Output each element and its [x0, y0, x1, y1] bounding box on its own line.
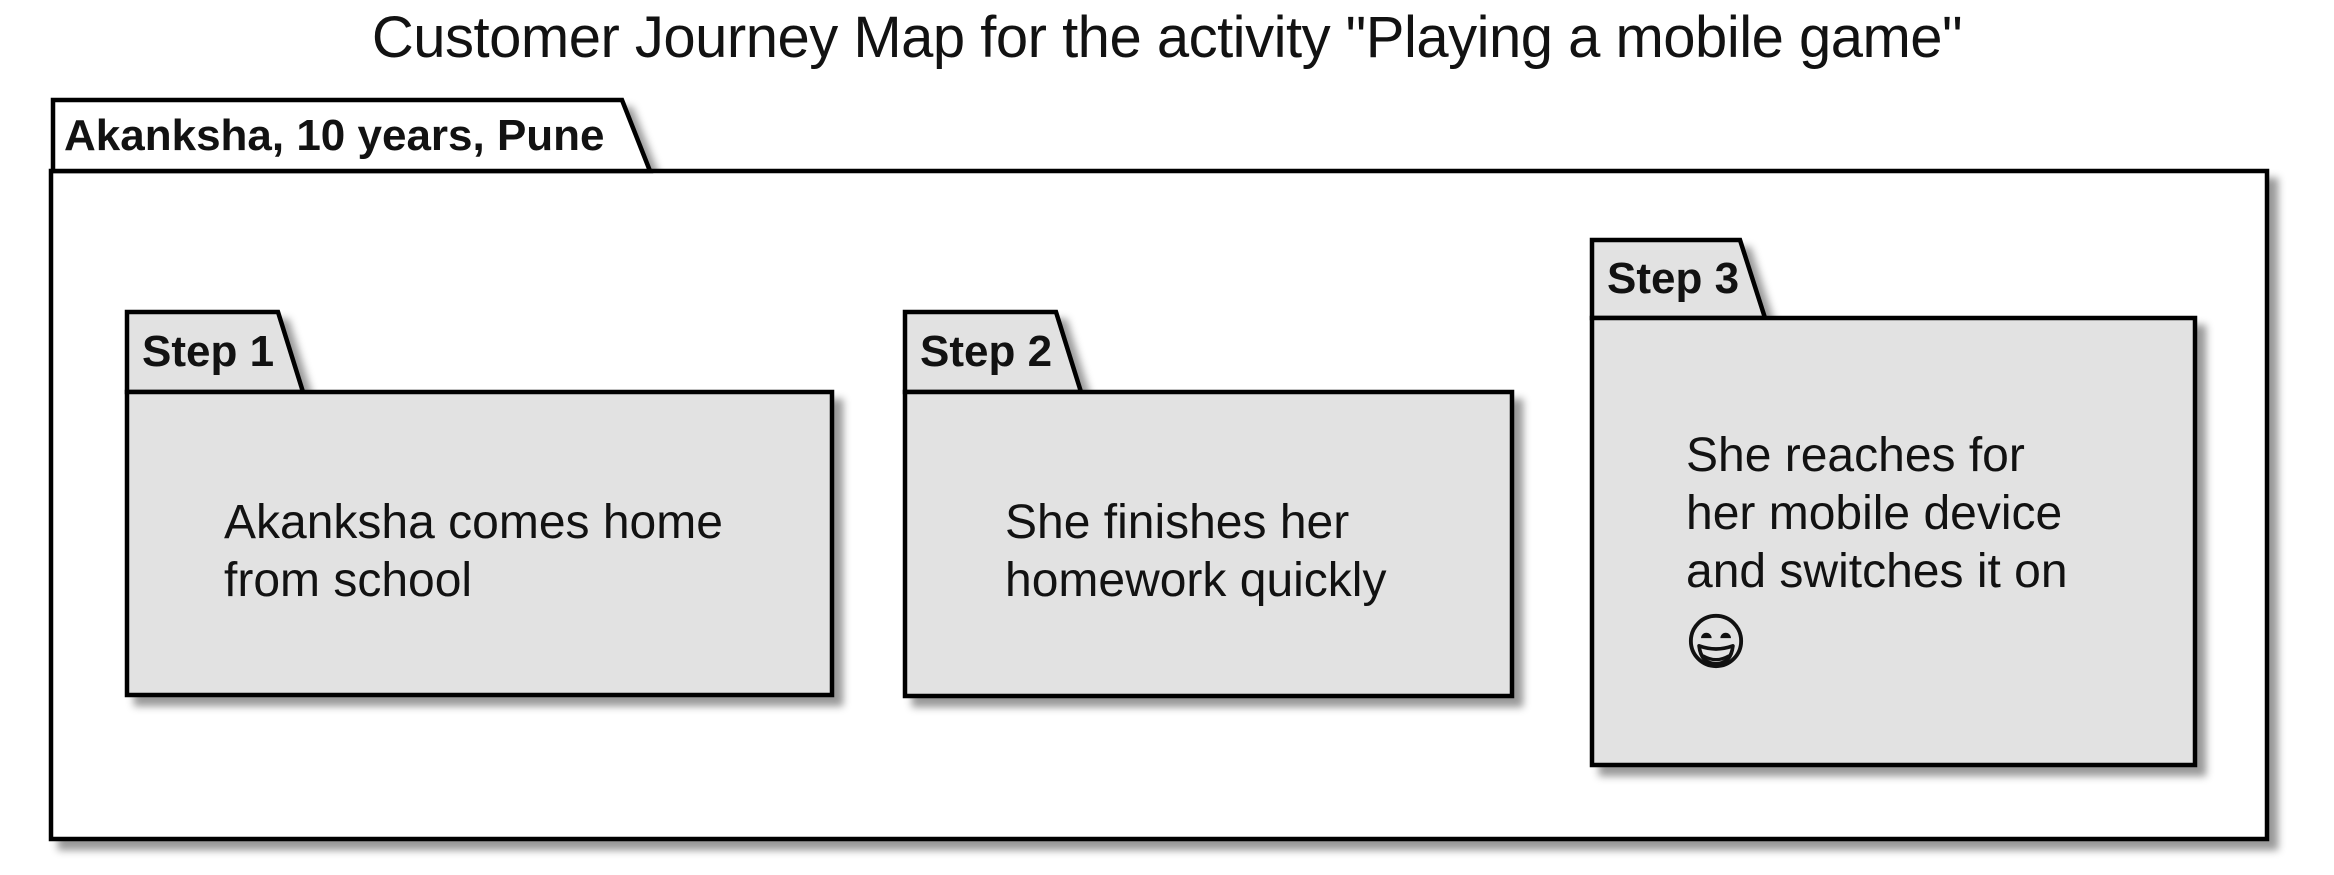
step3-description-line: her mobile device: [1686, 487, 2063, 540]
step3-description: She reaches for her mobile device and sw…: [1686, 427, 2068, 601]
step2-tab-label: Step 2: [920, 327, 1053, 376]
emoji-lip-line: [1701, 654, 1731, 662]
step1-description-line: Akanksha comes home: [224, 496, 723, 549]
step2-description-line: She finishes her: [1005, 496, 1350, 549]
step2-description: She finishes her homework quickly: [1005, 494, 1386, 610]
step3-tab-label: Step 3: [1607, 254, 1740, 303]
emoji-mouth: [1697, 643, 1735, 666]
step3-folder-shape: [1589, 237, 2198, 768]
grinning-face-emoji-icon: [1688, 613, 1744, 669]
step1-tab-label: Step 1: [142, 327, 275, 376]
step1-description-line: from school: [224, 554, 473, 607]
emoji-right-eye: [1720, 632, 1731, 639]
step1-description: Akanksha comes home from school: [224, 494, 723, 610]
step1-folder-shape: [124, 309, 835, 698]
step2-description-line: homework quickly: [1005, 554, 1387, 607]
persona-frame-label: Akanksha, 10 years, Pune: [64, 111, 605, 160]
step3-description-line: and switches it on: [1686, 545, 2068, 598]
step3-description-line: She reaches for: [1686, 429, 2025, 482]
diagram-title: Customer Journey Map for the activity "P…: [371, 5, 1963, 70]
emoji-left-eye: [1701, 632, 1712, 639]
step2-folder-shape: [902, 309, 1515, 699]
